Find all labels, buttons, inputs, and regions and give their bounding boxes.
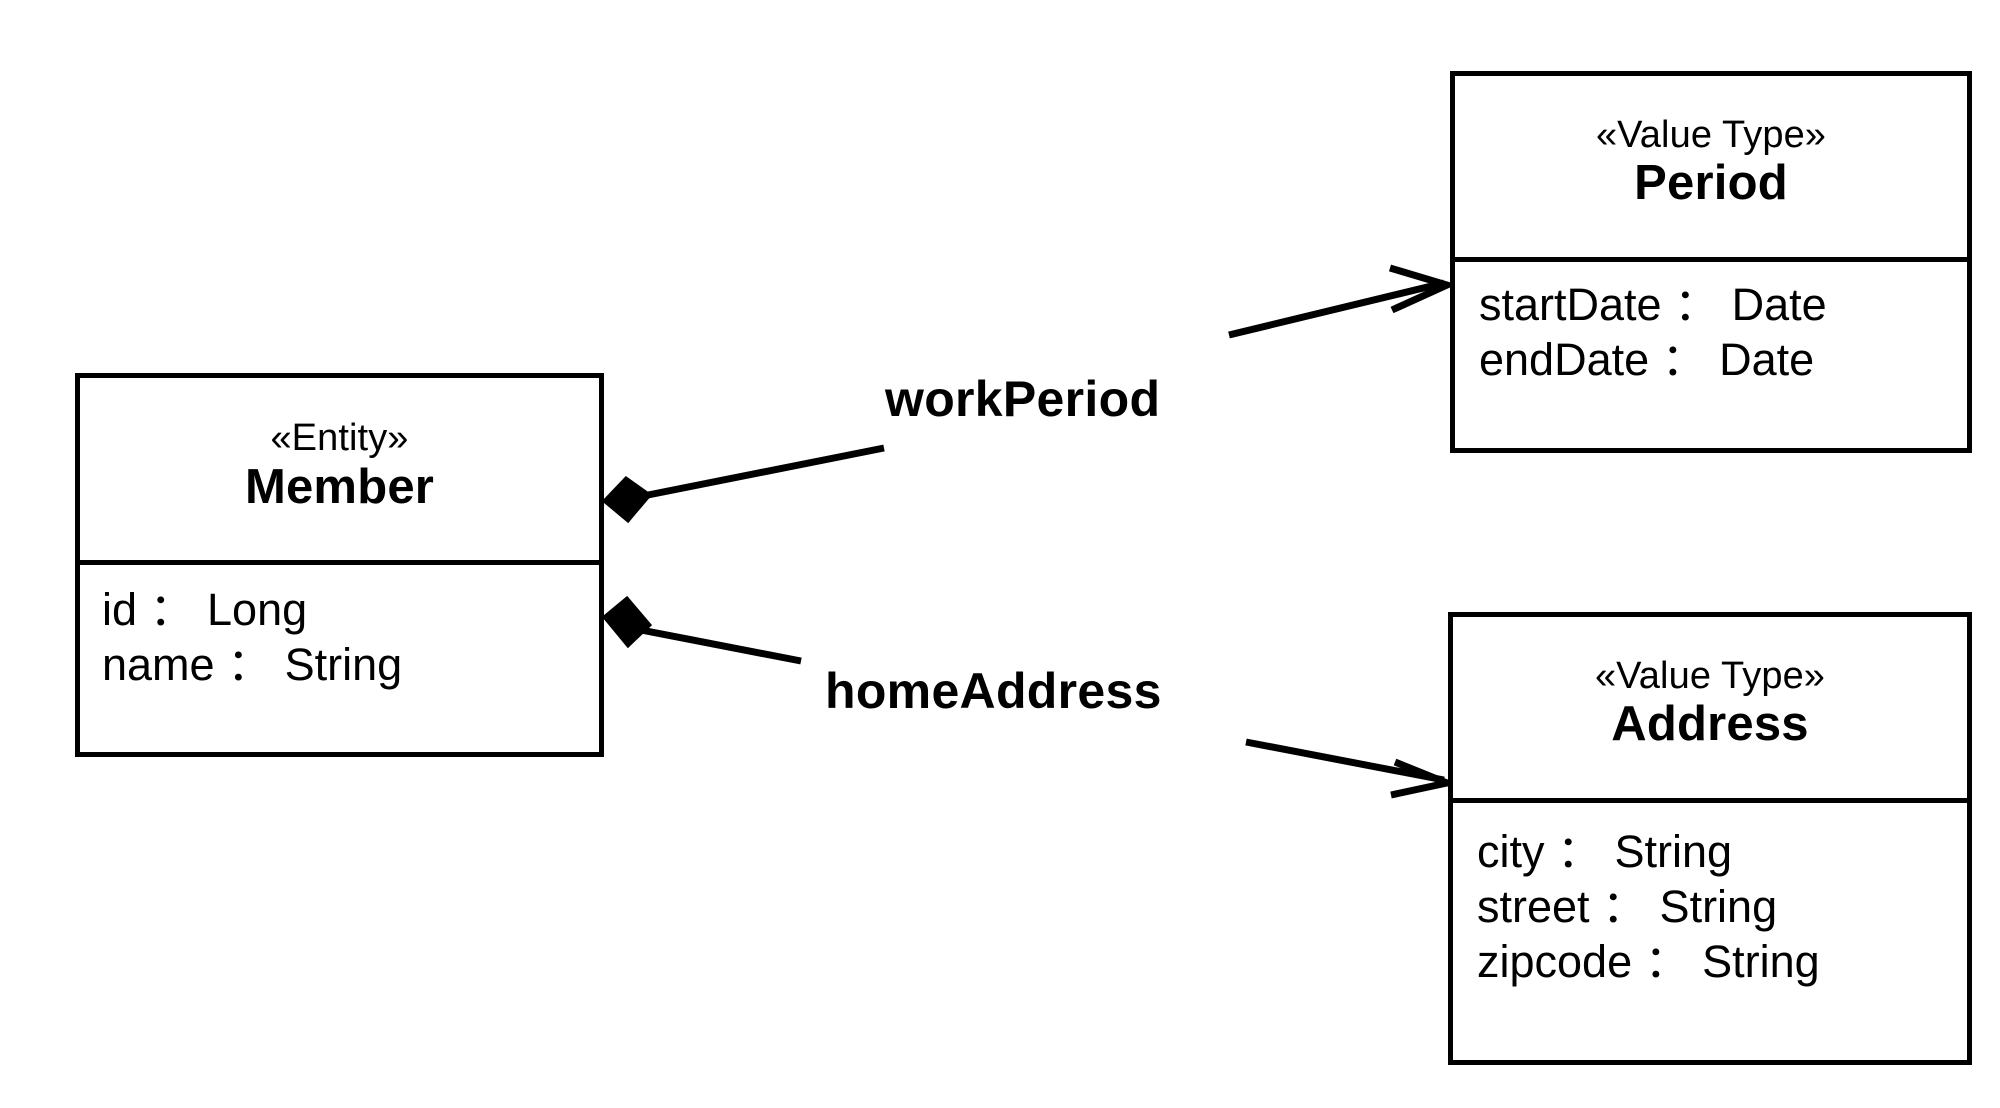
address-attribute: city ： String [1477,826,1733,877]
member-header: «Entity» Member [80,378,599,565]
period-class-name: Period [1634,156,1788,211]
uml-class-address[interactable]: «Value Type» Address city ： String stree… [1448,612,1972,1065]
work-period-line-left [647,444,885,499]
home-address-composition-diamond [601,595,653,649]
member-stereotype: «Entity» [270,417,409,460]
home-address-arrowhead [1390,758,1459,799]
work-period-line-right [1228,279,1445,339]
period-header: «Value Type» Period [1455,76,1967,262]
home-address-line-left [635,625,802,665]
address-attribute: zipcode ： String [1477,935,1820,987]
period-attributes: startDate ： Date endDate ： Date [1455,262,1967,448]
member-attribute: name ： String [102,638,403,690]
association-label-work-period: workPeriod [879,372,1167,426]
work-period-arrowhead [1388,264,1457,314]
work-period-composition-diamond [601,476,653,524]
address-class-name: Address [1611,697,1809,752]
association-label-home-address: homeAddress [819,664,1168,718]
period-attribute: endDate ： Date [1479,333,1815,385]
period-attribute: startDate ： Date [1479,279,1827,330]
uml-class-period[interactable]: «Value Type» Period startDate ： Date end… [1450,71,1972,453]
uml-class-member[interactable]: «Entity» Member id ： Long name ： String [75,373,604,757]
member-attribute: id ： Long [102,584,308,635]
period-stereotype: «Value Type» [1595,113,1827,156]
address-attribute: street ： String [1477,880,1778,932]
address-stereotype: «Value Type» [1594,654,1826,697]
address-header: «Value Type» Address [1453,617,1967,803]
member-class-name: Member [244,459,435,514]
member-attributes: id ： Long name ： String [80,565,599,752]
home-address-line-right [1245,738,1445,784]
address-attributes: city ： String street ： String zipcode ： … [1453,803,1967,1060]
